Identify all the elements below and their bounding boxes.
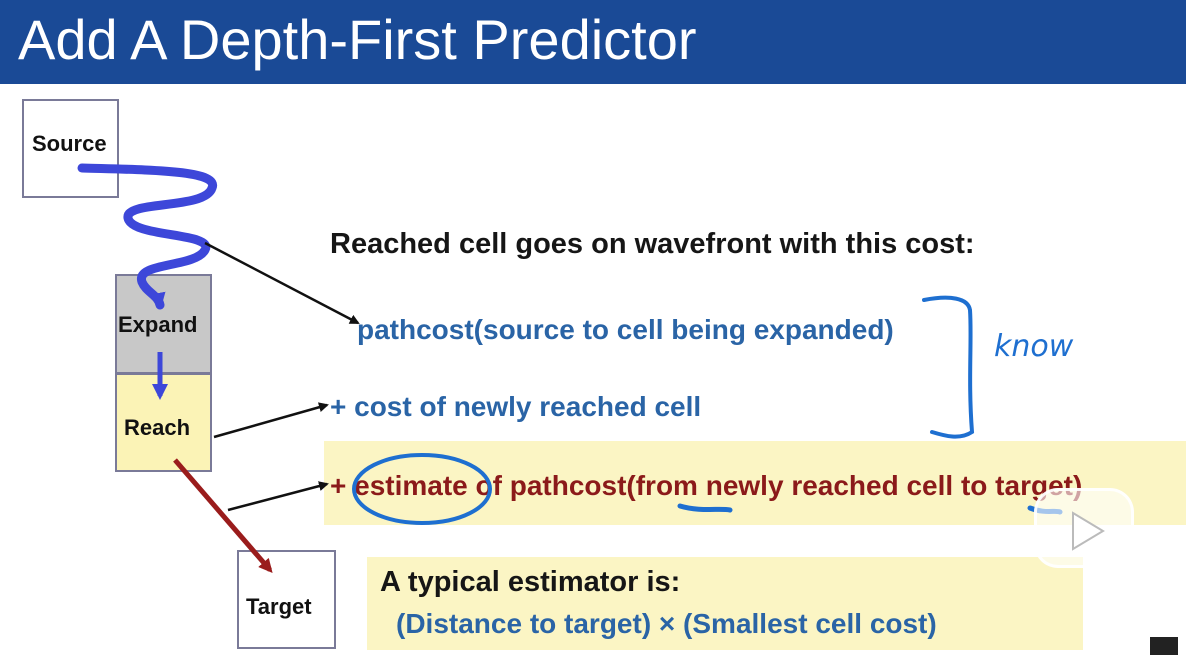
source-label: Source (32, 131, 107, 156)
target-box: Target (237, 550, 336, 649)
play-icon (1072, 511, 1105, 551)
zigzag-path-arrow (77, 163, 217, 310)
from-underline-annotation (677, 503, 733, 513)
play-button[interactable] (1034, 488, 1134, 568)
estimate-pointer-arrow (227, 481, 329, 512)
cost-pointer-arrow (213, 402, 329, 439)
estimate-circle-annotation (352, 453, 492, 525)
title-bar: Add A Depth-First Predictor (0, 0, 1186, 84)
bracket-annotation (922, 295, 975, 439)
pathcost-line: pathcost(source to cell being expanded) (357, 314, 894, 345)
source-box: Source (22, 99, 119, 198)
page-title: Add A Depth-First Predictor (18, 8, 697, 71)
estimator-box (367, 557, 1083, 650)
cost-heading: Reached cell goes on wavefront with this… (330, 228, 975, 260)
estimator-title: A typical estimator is: (380, 566, 681, 598)
cell-cost-line: + cost of newly reached cell (330, 391, 702, 422)
reach-to-target-arrow (173, 458, 273, 574)
pathcost-pointer-arrow (204, 241, 360, 325)
corner-logo-icon (1150, 637, 1178, 655)
reach-label: Reach (124, 415, 191, 440)
estimator-formula: (Distance to target) × (Smallest cell co… (396, 608, 937, 639)
know-annotation: know (994, 329, 1074, 364)
estimate-line: + estimate of pathcost(from newly reache… (330, 470, 1083, 501)
expand-label: Expand (118, 312, 198, 337)
target-label: Target (246, 594, 312, 619)
expand-box: Expand (115, 274, 212, 374)
